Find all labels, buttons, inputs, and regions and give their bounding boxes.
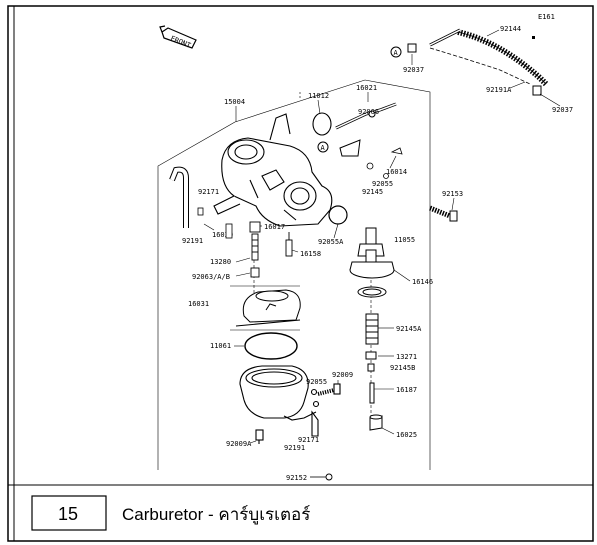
label-92191-left: 92191 bbox=[182, 237, 203, 245]
marker-a-top-label: A bbox=[394, 49, 399, 57]
float-bowl bbox=[239, 365, 341, 444]
label-92009A: 92009A bbox=[226, 440, 252, 448]
jet-column bbox=[249, 221, 293, 278]
label-16025: 16025 bbox=[396, 431, 417, 439]
pilot-jet-left bbox=[225, 223, 233, 239]
marker-a-body: A bbox=[317, 141, 329, 153]
label-92144: 92144 bbox=[500, 25, 521, 33]
label-92145B: 92145B bbox=[390, 364, 415, 372]
label-16021: 16021 bbox=[356, 84, 377, 92]
carburetor-body bbox=[213, 112, 333, 227]
throttle-valve-assembly bbox=[349, 227, 395, 431]
label-16030: 16030 bbox=[212, 231, 233, 239]
label-16187: 16187 bbox=[396, 386, 417, 394]
diagram-code: E161 bbox=[538, 13, 555, 21]
o-ring-92055A bbox=[328, 205, 348, 225]
label-11061: 11061 bbox=[210, 342, 231, 350]
marker-a-body-label: A bbox=[321, 144, 326, 152]
label-16146: 16146 bbox=[412, 278, 433, 286]
label-92152: 92152 bbox=[286, 474, 307, 482]
label-92037-top: 92037 bbox=[403, 66, 424, 74]
float-16031 bbox=[235, 289, 301, 327]
label-92145A: 92145A bbox=[396, 325, 422, 333]
label-16017: 16017 bbox=[264, 223, 285, 231]
label-15004: 15004 bbox=[224, 98, 245, 106]
label-92063: 92063/A/B bbox=[192, 273, 230, 281]
gasket-11061 bbox=[244, 332, 298, 360]
caption-title: Carburetor - คาร์บูเรเตอร์ bbox=[122, 505, 310, 525]
label-13271: 13271 bbox=[396, 353, 417, 361]
label-92055-bowl: 92055 bbox=[306, 378, 327, 386]
caption-number: 15 bbox=[58, 504, 78, 524]
label-92055-top: 92055 bbox=[372, 180, 393, 188]
label-16014: 16014 bbox=[386, 168, 407, 176]
throttle-screw bbox=[335, 102, 397, 157]
label-16158: 16158 bbox=[300, 250, 321, 258]
label-92066: 92066 bbox=[358, 108, 379, 116]
label-16031: 16031 bbox=[188, 300, 209, 308]
label-92171-left: 92171 bbox=[198, 188, 219, 196]
marker-a-top: A bbox=[390, 46, 402, 58]
caption-number-box bbox=[31, 495, 107, 531]
fuel-hose bbox=[407, 28, 549, 96]
label-92145: 92145 bbox=[362, 188, 383, 196]
page-border bbox=[7, 5, 594, 542]
drain-92152 bbox=[310, 473, 333, 481]
label-13280: 13280 bbox=[210, 258, 231, 266]
label-92153: 92153 bbox=[442, 190, 463, 198]
label-92171-bowl: 92171 bbox=[298, 436, 319, 444]
label-11012: 11012 bbox=[308, 92, 329, 100]
label-92191-bowl: 92191 bbox=[284, 444, 305, 452]
label-92191A: 92191A bbox=[486, 86, 512, 94]
vent-hose-left bbox=[169, 166, 204, 228]
front-arrow-icon: FRONT bbox=[159, 25, 197, 50]
label-92055A: 92055A bbox=[318, 238, 344, 246]
label-92037-right: 92037 bbox=[552, 106, 573, 114]
label-92009: 92009 bbox=[332, 371, 353, 379]
idle-screw bbox=[429, 205, 458, 222]
label-11055: 11055 bbox=[394, 236, 415, 244]
